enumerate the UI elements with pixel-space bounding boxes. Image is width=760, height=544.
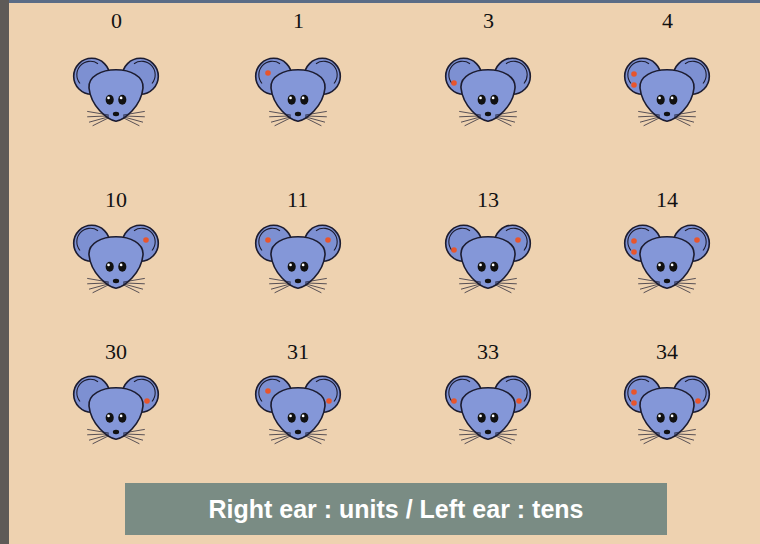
ear-mark [631, 71, 637, 77]
top-border [0, 0, 760, 3]
mouse-icon [256, 225, 341, 292]
callout-number: 11 [287, 188, 308, 212]
ear-mark [325, 237, 331, 243]
ear-mark [631, 238, 637, 244]
left-border [0, 0, 9, 544]
ear-mark [631, 400, 637, 406]
callout-number: 14 [656, 188, 678, 212]
ear-mark [631, 249, 637, 255]
ear-mark [143, 237, 149, 243]
callout-number: 10 [105, 188, 127, 212]
ear-marks [143, 70, 701, 406]
ear-mark [516, 398, 522, 404]
mouse-icon [625, 225, 710, 292]
ear-mark [695, 398, 701, 404]
ear-mark [451, 80, 457, 86]
mouse-icon [625, 376, 710, 444]
ear-mark [265, 388, 271, 394]
mouse-icon [256, 376, 341, 444]
callout-number: 13 [477, 188, 499, 212]
mouse-icon [74, 225, 159, 292]
callout-number: 1 [293, 9, 304, 33]
mouse-icon [446, 58, 531, 126]
callout-number: 31 [287, 340, 309, 364]
ear-mark [265, 237, 271, 243]
mouse-icon [625, 58, 710, 126]
ear-mark [694, 237, 700, 243]
callout-number: 4 [662, 9, 673, 33]
ear-mark [451, 398, 457, 404]
caption-box: Right ear : units / Left ear : tens [125, 483, 667, 535]
caption-text: Right ear : units / Left ear : tens [208, 495, 583, 524]
ear-mark [515, 237, 521, 243]
mouse-icon [74, 58, 159, 126]
ear-mark [326, 398, 332, 404]
callout-number: 30 [105, 340, 127, 364]
callout-number: 33 [477, 340, 499, 364]
mouse-icon [446, 376, 531, 444]
callout-number: 34 [656, 340, 678, 364]
ear-mark [451, 247, 457, 253]
ear-mark [631, 389, 637, 395]
ear-mark [144, 398, 150, 404]
mouse-icon [74, 376, 159, 444]
mouse-icon [446, 225, 531, 292]
callout-number: 0 [111, 9, 122, 33]
callout-number: 3 [483, 9, 494, 33]
ear-mark [265, 70, 271, 76]
ear-mark [631, 82, 637, 88]
mouse-icon [256, 58, 341, 126]
